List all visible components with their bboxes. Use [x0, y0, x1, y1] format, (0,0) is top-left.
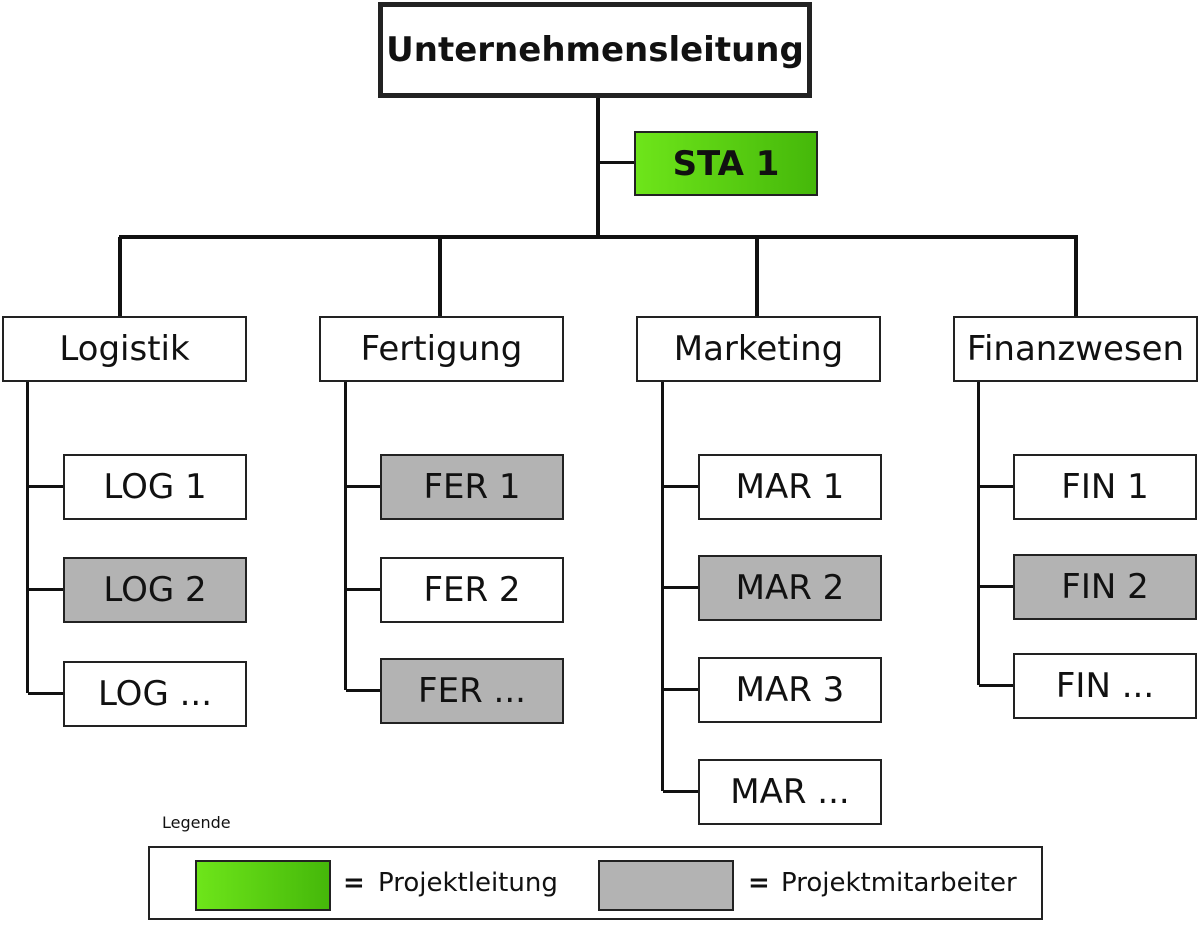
legend-equals: = — [343, 868, 365, 898]
connector — [755, 237, 759, 316]
legend-equals: = — [748, 868, 770, 898]
connector — [346, 485, 380, 488]
connector — [663, 688, 698, 691]
position-box-label: MAR ... — [730, 772, 850, 812]
connector — [977, 382, 980, 685]
connector — [438, 237, 442, 316]
legend: = Projektleitung = Projektmitarbeiter — [148, 846, 1043, 920]
position-box: FIN 2 — [1013, 554, 1197, 620]
staff-label: STA 1 — [672, 143, 780, 184]
department-box: Fertigung — [319, 316, 564, 382]
position-box: MAR ... — [698, 759, 882, 825]
position-box: FER 2 — [380, 557, 564, 623]
connector — [346, 588, 380, 591]
position-box-label: FER 2 — [423, 570, 521, 610]
staff-box: STA 1 — [634, 131, 818, 196]
department-box-label: Fertigung — [360, 329, 523, 369]
position-box: FER 1 — [380, 454, 564, 520]
connector — [979, 485, 1013, 488]
department-box: Marketing — [636, 316, 881, 382]
connector — [663, 485, 698, 488]
legend-swatch-green — [195, 860, 331, 911]
connector — [26, 382, 29, 693]
position-box: LOG ... — [63, 661, 247, 727]
connector — [118, 237, 122, 316]
legend-label-projektleitung: Projektleitung — [378, 868, 558, 898]
department-box-label: Finanzwesen — [966, 329, 1185, 369]
position-box-label: MAR 3 — [735, 670, 845, 710]
connector — [596, 98, 600, 239]
connector — [661, 382, 664, 791]
position-box-label: MAR 2 — [735, 568, 845, 608]
connector — [344, 382, 347, 690]
legend-label-projektmitarbeiter: Projektmitarbeiter — [781, 868, 1017, 898]
position-box: MAR 2 — [698, 555, 882, 621]
position-box: LOG 1 — [63, 454, 247, 520]
department-box-label: Logistik — [59, 329, 190, 369]
position-box-label: FIN 1 — [1061, 467, 1149, 507]
connector — [663, 790, 698, 793]
position-box-label: LOG ... — [97, 674, 213, 714]
connector — [28, 588, 63, 591]
position-box: MAR 1 — [698, 454, 882, 520]
top-management-box: Unternehmensleitung — [378, 2, 812, 98]
connector — [663, 586, 698, 589]
connector — [28, 692, 63, 695]
position-box-label: FIN 2 — [1061, 567, 1149, 607]
connector — [979, 684, 1013, 687]
position-box: LOG 2 — [63, 557, 247, 623]
position-box-label: FER 1 — [423, 467, 521, 507]
position-box: FIN ... — [1013, 653, 1197, 719]
position-box-label: MAR 1 — [735, 467, 845, 507]
connector — [346, 689, 380, 692]
top-management-label: Unternehmensleitung — [386, 30, 804, 70]
position-box-label: LOG 1 — [103, 467, 207, 507]
legend-swatch-gray — [598, 860, 734, 911]
position-box-label: FIN ... — [1055, 666, 1155, 706]
connector — [1074, 237, 1078, 316]
position-box: MAR 3 — [698, 657, 882, 723]
position-box-label: LOG 2 — [103, 570, 207, 610]
position-box: FIN 1 — [1013, 454, 1197, 520]
position-box-label: FER ... — [418, 671, 526, 711]
department-box: Logistik — [2, 316, 247, 382]
connector — [598, 161, 634, 164]
legend-title: Legende — [162, 813, 231, 832]
department-box-label: Marketing — [673, 329, 844, 369]
position-box: FER ... — [380, 658, 564, 724]
connector — [119, 235, 1078, 239]
connector — [28, 485, 63, 488]
connector — [979, 585, 1013, 588]
department-box: Finanzwesen — [953, 316, 1198, 382]
